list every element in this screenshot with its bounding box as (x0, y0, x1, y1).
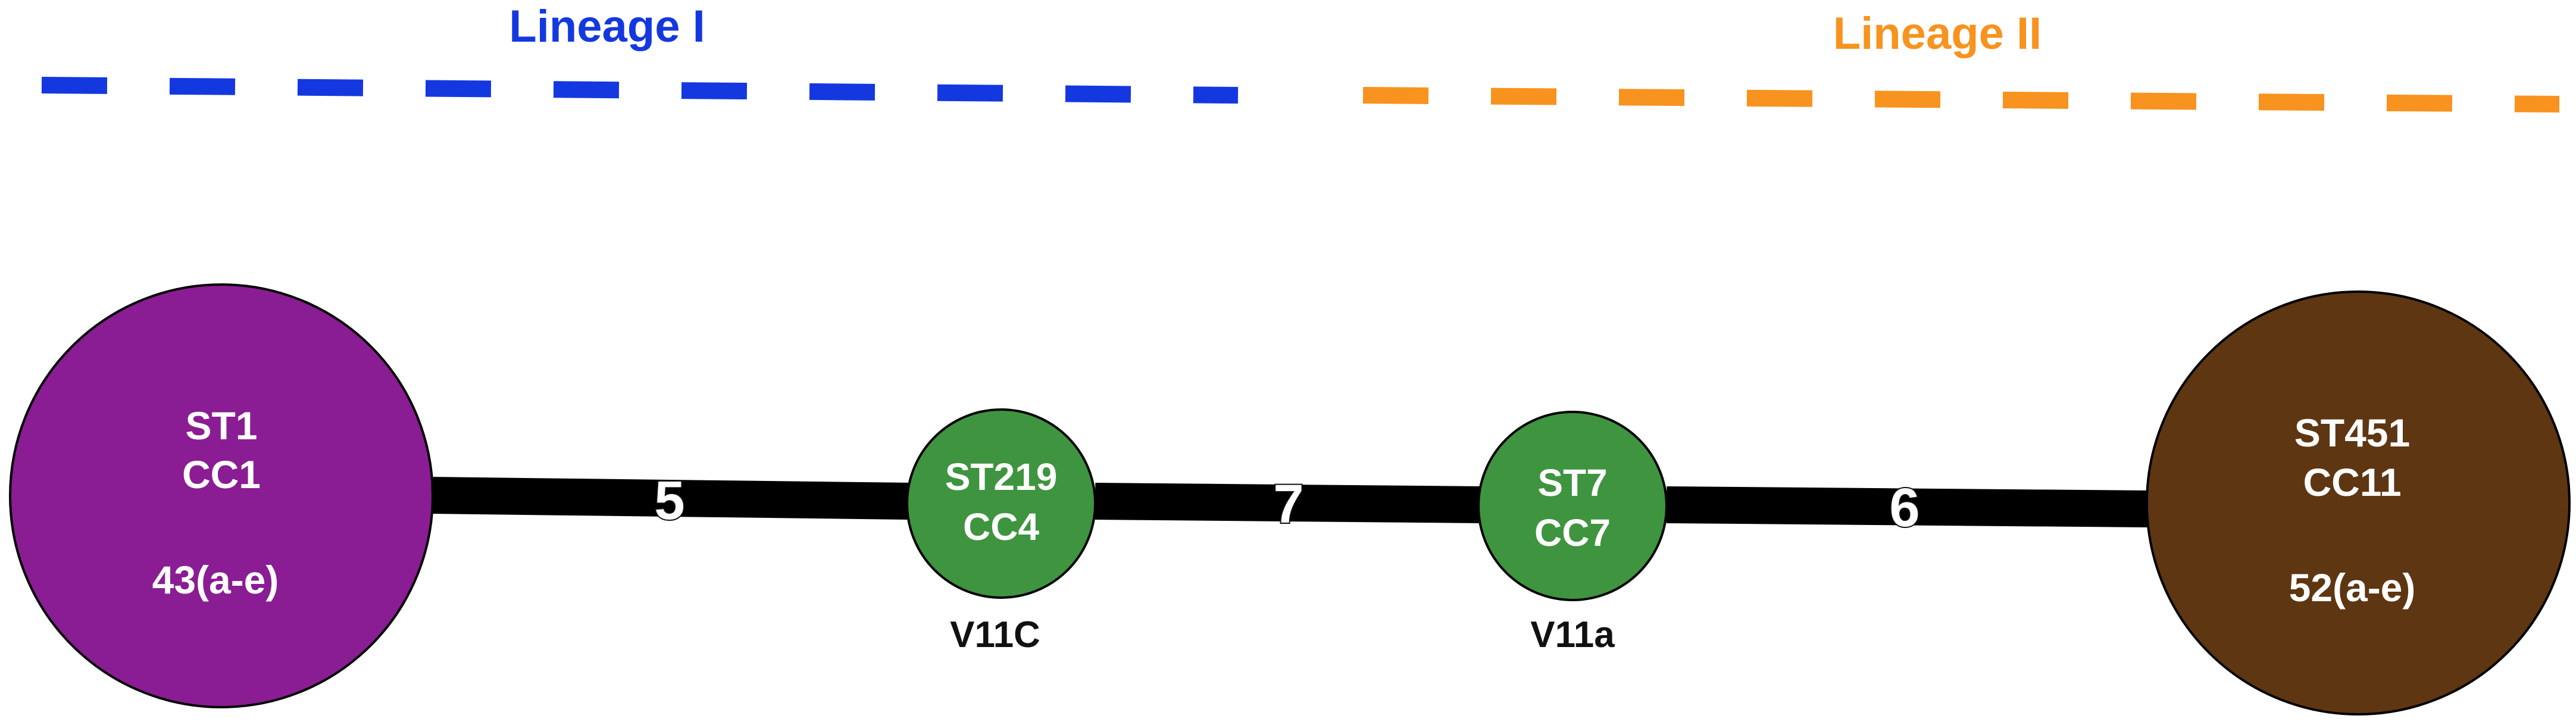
edge-label-st219-st7: 7 (1273, 474, 1303, 535)
node-st7-st-label: ST7 (1537, 461, 1607, 504)
edge-st219-st7 (1095, 483, 1483, 523)
edge-label-st7-st451: 6 (1889, 477, 1920, 538)
edge-labels: 5 7 6 (653, 469, 1921, 539)
node-st1-st-label: ST1 (185, 404, 257, 448)
node-st451: ST451 CC11 52(a-e) (2146, 290, 2571, 715)
lineage-2-dashed-line (1362, 87, 2560, 113)
node-st7-circle (1477, 411, 1668, 601)
node-st451-cc-label: CC11 (2303, 460, 2401, 504)
edge-label-st1-st219: 5 (654, 470, 684, 531)
lineage-2-label: Lineage II (1833, 8, 2042, 59)
node-st7-sublabel: V11a (1530, 614, 1615, 655)
node-st219-cc-label: CC4 (963, 505, 1039, 548)
node-st219: ST219 CC4 V11C (906, 408, 1096, 655)
lineage-1-dashed-line (41, 77, 1239, 104)
edge-st7-st451 (1666, 486, 2149, 527)
node-st1-cc-label: CC1 (182, 452, 261, 496)
edges (428, 477, 2149, 527)
edge-st1-st219 (428, 477, 911, 520)
node-st1: ST1 CC1 43(a-e) (9, 283, 434, 708)
node-st7-cc-label: CC7 (1534, 511, 1611, 554)
node-st451-st-label: ST451 (2294, 411, 2410, 455)
lineage-2: Lineage II (1362, 8, 2560, 113)
node-st219-sublabel: V11C (950, 614, 1040, 655)
node-st1-count: 43(a-e) (152, 558, 279, 602)
node-st219-circle (906, 408, 1096, 599)
node-st1-circle (9, 283, 434, 708)
node-st451-count: 52(a-e) (2289, 565, 2416, 610)
node-st451-circle (2146, 290, 2571, 715)
lineage-1: Lineage I (41, 1, 1239, 104)
lineage-1-label: Lineage I (509, 1, 705, 52)
node-st7: ST7 CC7 V11a (1477, 411, 1668, 655)
node-st219-st-label: ST219 (945, 455, 1058, 498)
